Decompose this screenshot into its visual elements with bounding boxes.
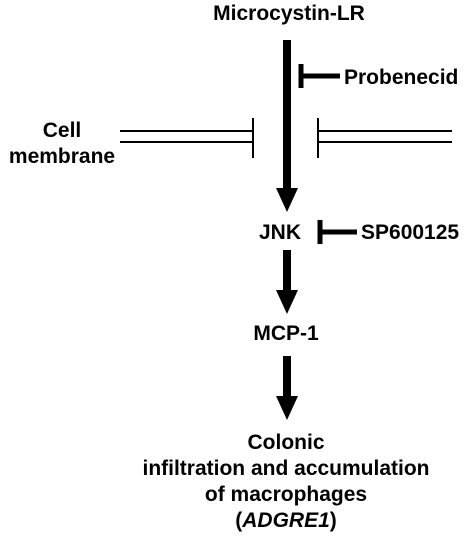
jnk-label: JNK [258, 221, 302, 244]
cell-membrane-left [120, 118, 254, 158]
outcome-line4: (ADGRE1) [142, 508, 429, 534]
arrow-mcp1-to-outcome [276, 356, 298, 420]
microcystin-lr-label: Microcystin-LR [213, 2, 365, 25]
outcome-line3: of macrophages [204, 483, 368, 506]
probenecid-label: Probenecid [344, 66, 459, 89]
cell-membrane-right [317, 118, 452, 158]
cell-membrane-label-line2: membrane [8, 145, 116, 168]
arrow-jnk-to-mcp1 [276, 250, 298, 314]
sp600125-inhibition-mark [317, 220, 357, 244]
adgre1-gene-label: ADGRE1 [242, 509, 330, 532]
mcp1-label: MCP-1 [253, 322, 319, 345]
outcome-paren-close: ) [329, 509, 337, 532]
outcome-label: Colonic infiltration and accumulation of… [142, 430, 429, 534]
probenecid-inhibition-mark [298, 64, 340, 88]
outcome-line2: infiltration and accumulation [142, 457, 430, 480]
outcome-line1: Colonic [247, 431, 325, 454]
cell-membrane-label: Cell membrane [9, 118, 115, 170]
cell-membrane-label-line1: Cell [42, 119, 82, 142]
sp600125-label: SP600125 [361, 221, 460, 244]
arrow-microcystin-to-jnk [276, 40, 298, 212]
outcome-paren-open: ( [235, 509, 243, 532]
